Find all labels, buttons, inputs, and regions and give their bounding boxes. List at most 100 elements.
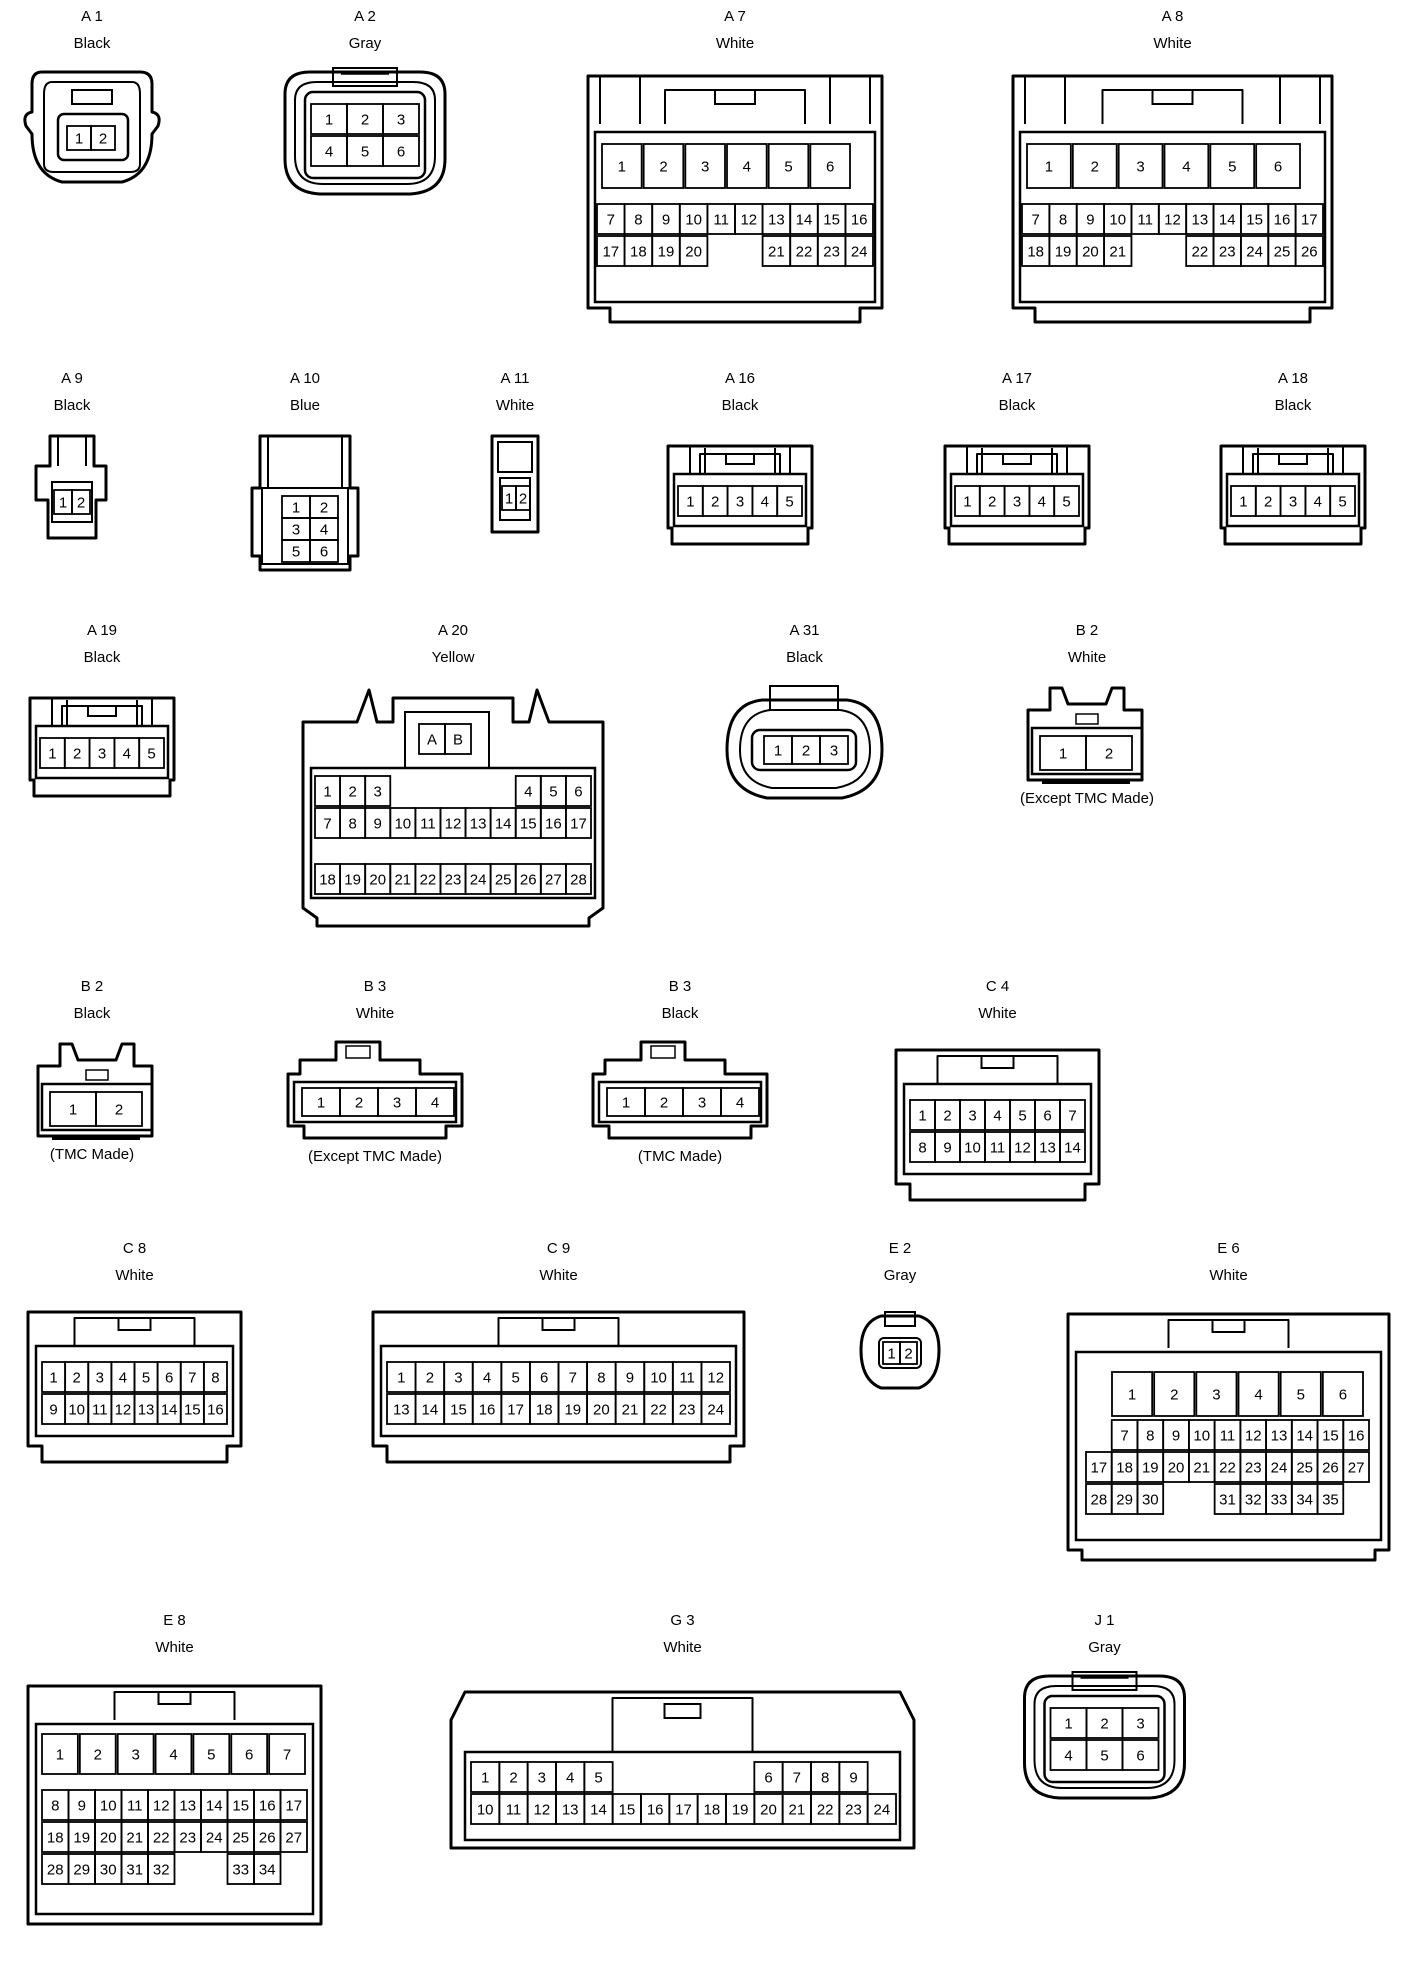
pin-label: 15 bbox=[618, 1802, 635, 1819]
pin-cell: 9 bbox=[364, 807, 392, 839]
pin-label: 15 bbox=[823, 212, 840, 229]
pin-label: 3 bbox=[538, 1770, 546, 1787]
pin-cell: 20 bbox=[94, 1821, 123, 1853]
pin-cell: 33 bbox=[226, 1853, 255, 1885]
pin-label: 4 bbox=[320, 522, 328, 539]
pin-cell: 6 bbox=[382, 135, 420, 167]
pin-cell: 14 bbox=[1059, 1131, 1086, 1163]
pin-cell: 4 bbox=[154, 1733, 193, 1775]
pin-label: 18 bbox=[630, 244, 647, 261]
pin-cell: 14 bbox=[156, 1393, 182, 1425]
pin-cell: 19 bbox=[725, 1793, 756, 1825]
pin-label: 19 bbox=[1142, 1460, 1159, 1477]
pin-label: 1 bbox=[963, 494, 971, 511]
pin-cell: 2 bbox=[1085, 1707, 1124, 1739]
pin-label: 32 bbox=[153, 1862, 170, 1879]
pin-label: 9 bbox=[626, 1370, 634, 1387]
pin-cell: 35 bbox=[1316, 1483, 1345, 1515]
pin-cell: 3 bbox=[526, 1761, 557, 1793]
pin-label: 8 bbox=[211, 1370, 219, 1387]
pin-label: 7 bbox=[793, 1770, 801, 1787]
pin-label: 33 bbox=[1271, 1492, 1288, 1509]
pin-cell: 18 bbox=[1021, 235, 1051, 267]
pin-label: 5 bbox=[1297, 1387, 1305, 1404]
pin-label: 12 bbox=[153, 1798, 170, 1815]
pin-cell: 8 bbox=[810, 1761, 841, 1793]
pin-cell: 2 bbox=[1071, 143, 1118, 189]
pin-cell: 2 bbox=[63, 737, 91, 769]
pin-cell: 21 bbox=[120, 1821, 149, 1853]
pin-label: 7 bbox=[188, 1370, 196, 1387]
pin-label: 2 bbox=[1264, 494, 1272, 511]
pin-cell: 4 bbox=[720, 1087, 760, 1117]
pin-label: 13 bbox=[179, 1798, 196, 1815]
pin-label: 4 bbox=[169, 1747, 177, 1764]
pin-label: 1 bbox=[323, 784, 331, 801]
pin-cell: 17 bbox=[1085, 1451, 1113, 1483]
pin-label: 12 bbox=[707, 1370, 724, 1387]
pin-label: 23 bbox=[1219, 244, 1236, 261]
connector-code: A 8 bbox=[1161, 8, 1184, 25]
connector-color: White bbox=[1067, 649, 1107, 666]
pin-cell: 12 bbox=[1009, 1131, 1036, 1163]
pin-label: 21 bbox=[622, 1402, 639, 1419]
pin-label: 6 bbox=[764, 1770, 772, 1787]
pin-cell: 8 bbox=[909, 1131, 936, 1163]
pin-label: 7 bbox=[283, 1747, 291, 1764]
pin-label: 16 bbox=[259, 1798, 276, 1815]
pin-label: 1 bbox=[48, 746, 56, 763]
pin-label: 33 bbox=[232, 1862, 249, 1879]
pin-label: 21 bbox=[126, 1830, 143, 1847]
pin-cell: 2 bbox=[899, 1341, 918, 1365]
pin-label: 25 bbox=[495, 872, 512, 889]
pin-cell: 1 bbox=[1111, 1371, 1154, 1417]
pin-label: 13 bbox=[393, 1402, 410, 1419]
pin-label: 23 bbox=[679, 1402, 696, 1419]
pin-label: 22 bbox=[420, 872, 437, 889]
pin-label: 3 bbox=[701, 159, 709, 176]
pin-label: 28 bbox=[570, 872, 587, 889]
pin-cell: 5 bbox=[1279, 1371, 1322, 1417]
pin-label: 26 bbox=[259, 1830, 276, 1847]
pin-label: 10 bbox=[1109, 212, 1126, 229]
pin-label: 23 bbox=[445, 872, 462, 889]
pin-cell: 5 bbox=[1209, 143, 1256, 189]
pin-label: 1 bbox=[1128, 1387, 1136, 1404]
pin-label: 9 bbox=[374, 816, 382, 833]
pin-label: 4 bbox=[1038, 494, 1046, 511]
pin-label: 11 bbox=[506, 1802, 522, 1819]
pin-label: 4 bbox=[1064, 1748, 1072, 1765]
pin-cell: 18 bbox=[696, 1793, 727, 1825]
pin-cell: 25 bbox=[1267, 235, 1297, 267]
pin-cell: 30 bbox=[94, 1853, 123, 1885]
pin-cell: 3 bbox=[364, 775, 392, 807]
connector-code: A 18 bbox=[1277, 370, 1309, 387]
pin-cell: 2 bbox=[346, 103, 384, 135]
pin-label: 14 bbox=[796, 212, 813, 229]
pin-label: 4 bbox=[431, 1095, 439, 1112]
pin-label: 7 bbox=[323, 816, 331, 833]
pin-cell: 21 bbox=[761, 235, 792, 267]
pin-cell: 7 bbox=[1021, 203, 1051, 235]
pin-label: A bbox=[427, 732, 437, 749]
pin-cell: 4 bbox=[555, 1761, 586, 1793]
pin-label: 24 bbox=[1271, 1460, 1288, 1477]
pin-label: 8 bbox=[821, 1770, 829, 1787]
pin-cell: 17 bbox=[279, 1789, 308, 1821]
connector-code: A 2 bbox=[354, 8, 376, 25]
pin-label: 10 bbox=[685, 212, 702, 229]
pin-cell: 15 bbox=[1316, 1419, 1345, 1451]
pin-cell: 11 bbox=[1130, 203, 1160, 235]
pin-label: 14 bbox=[161, 1402, 178, 1419]
connector-note: (TMC Made) bbox=[637, 1148, 723, 1165]
pin-cell: 2 bbox=[644, 1087, 684, 1117]
pin-cell: 2 bbox=[791, 735, 821, 765]
pin-label: 7 bbox=[1120, 1428, 1128, 1445]
pin-label: 16 bbox=[851, 212, 868, 229]
pin-label: 29 bbox=[1116, 1492, 1133, 1509]
pin-cell: 11 bbox=[414, 807, 442, 839]
